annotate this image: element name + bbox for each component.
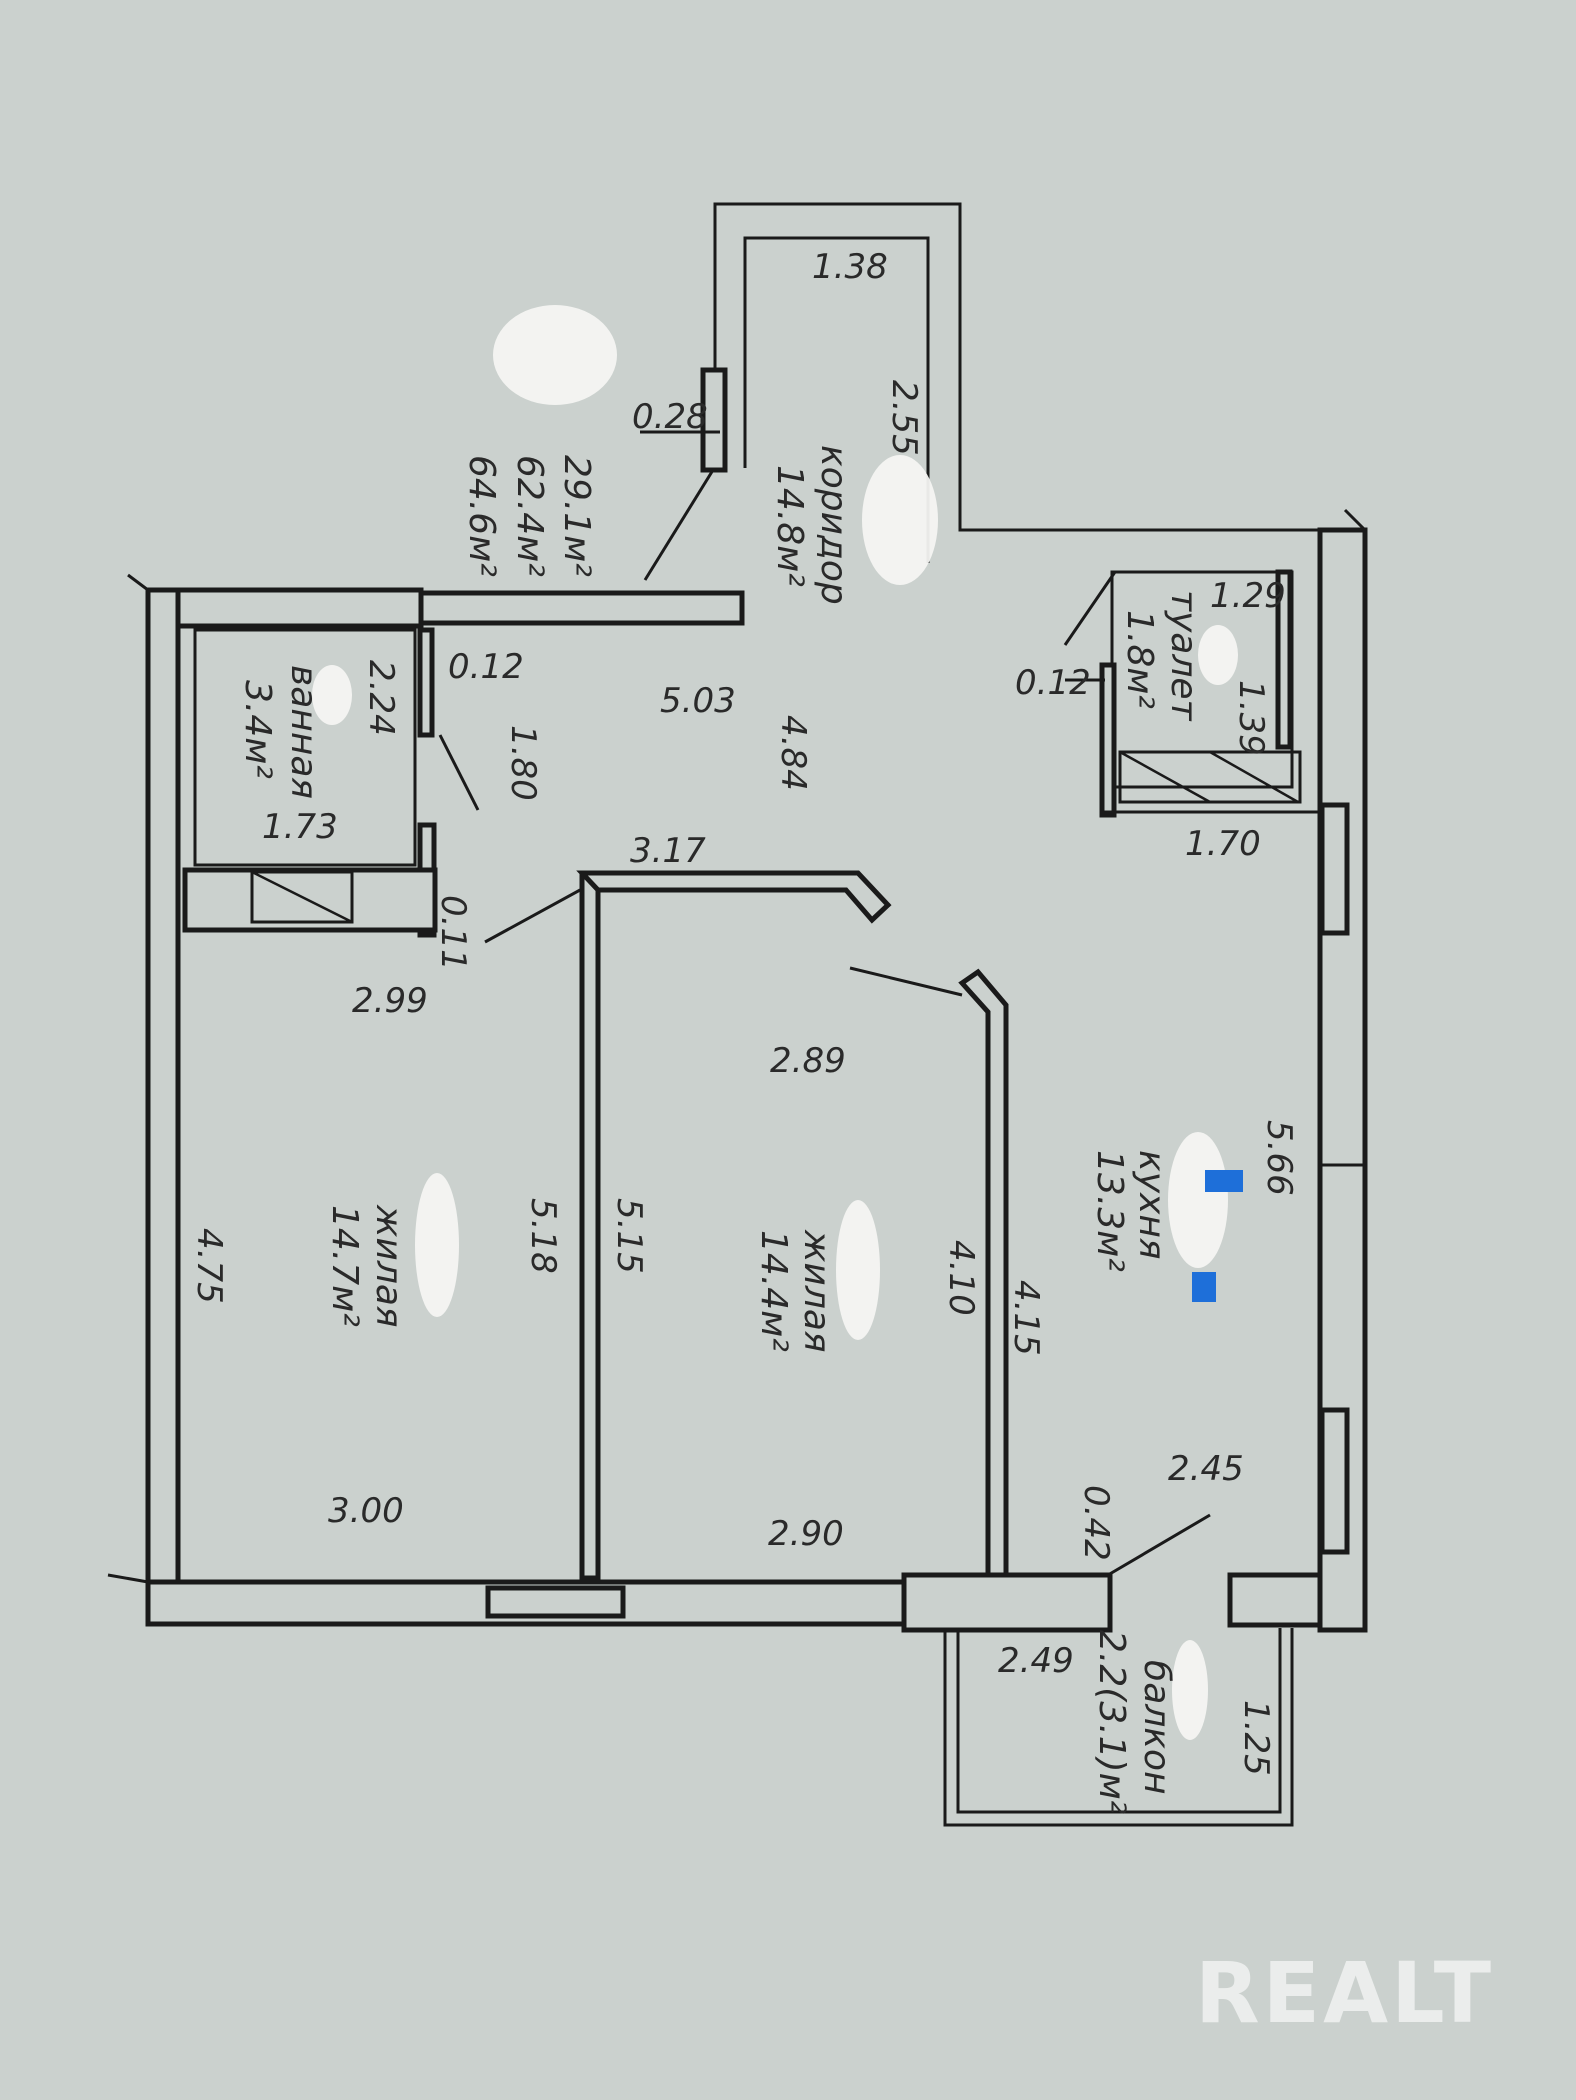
dim-4-75: 4.75 (189, 1228, 229, 1304)
room-corridor-area: 14.8м² (769, 465, 810, 587)
dim-1-38: 1.38 (812, 247, 888, 287)
toilet-hatch-line-1 (1119, 750, 1211, 804)
leader-2-89 (849, 966, 963, 997)
dim-2-55: 2.55 (884, 380, 924, 456)
blue-mark (1205, 1170, 1243, 1192)
leader-lines (438, 430, 1211, 1577)
dim-1-70: 1.70 (1185, 824, 1261, 864)
realt-watermark: REALT (1195, 1944, 1494, 2042)
room-kitchen-area: 13.3м² (1089, 1150, 1130, 1272)
dim-4-84: 4.84 (773, 715, 813, 791)
toilet-right-wall (1275, 569, 1293, 750)
left-wall-break (127, 573, 149, 592)
room-balcony-area: 2.2(3.1)м² (1091, 1630, 1132, 1814)
dim-2-89: 2.89 (770, 1041, 846, 1081)
dim-5-15: 5.15 (609, 1198, 649, 1274)
walls (107, 202, 1368, 1827)
balcony-inner (956, 1628, 1282, 1814)
vertical-dimension-labels: 2.55 1.39 2.24 1.80 0.11 4.84 4.75 5.18 … (189, 380, 1299, 1776)
blot-5 (415, 1173, 459, 1317)
entry-wall-segment (700, 367, 728, 473)
total-living-area: 29.1м² (556, 455, 597, 577)
blot-3 (312, 665, 352, 725)
toilet-left-wall (1099, 662, 1117, 818)
room-kitchen-name: кухня (1131, 1150, 1172, 1260)
dim-0-12-toilet: 0.12 (1015, 663, 1091, 703)
leader-0-11 (484, 888, 581, 944)
room-labels: коридор 14.8м² ванная 3.4м² туалет 1.8м²… (237, 445, 1204, 1814)
room-bathroom-area: 3.4м² (237, 680, 278, 779)
leader-0-12-toilet (1063, 571, 1117, 646)
left-exterior-wall (145, 587, 181, 1623)
dim-2-45: 2.45 (1168, 1449, 1244, 1489)
dim-5-66: 5.66 (1259, 1120, 1299, 1196)
room-living2-name: жилая (796, 1229, 837, 1353)
area-totals: 29.1м² 62.4м² 64.6м² (461, 455, 597, 577)
dim-2-24: 2.24 (361, 660, 401, 736)
bathroom-outline (193, 628, 417, 867)
dim-1-73: 1.73 (262, 807, 338, 847)
bottom-wall-break (107, 1573, 149, 1584)
room-bathroom-name: ванная (283, 665, 324, 799)
toilet-hatch-line-2 (1209, 750, 1299, 804)
dim-5-18: 5.18 (523, 1198, 563, 1274)
room-toilet-name: туалет (1163, 590, 1204, 721)
dim-5-03: 5.03 (660, 681, 736, 721)
room-living1-area: 14.7м² (324, 1205, 365, 1327)
blot-7 (1168, 1132, 1228, 1268)
dim-2-99: 2.99 (352, 981, 428, 1021)
dimension-labels: 1.38 0.28 1.29 0.12 1.70 0.12 1.73 5.03 … (262, 247, 1286, 1681)
kitchen-window-bottom (1319, 1407, 1350, 1555)
blot-4 (1198, 625, 1238, 685)
dim-0-12-bath: 0.12 (448, 647, 524, 687)
dim-2-90: 2.90 (768, 1514, 844, 1554)
dim-3-17: 3.17 (630, 831, 706, 871)
balcony-outline (943, 1628, 1294, 1827)
leader-0-28 (643, 469, 715, 581)
dim-1-39: 1.39 (1231, 680, 1271, 756)
kitchen-window-top (1319, 802, 1350, 936)
dim-0-42: 0.42 (1076, 1485, 1116, 1561)
room-living1-name: жилая (368, 1204, 409, 1328)
erased-marks (312, 305, 1243, 1740)
hall-partition-wall (576, 870, 892, 924)
bathroom-partition (417, 627, 435, 738)
total-area: 62.4м² (509, 455, 550, 577)
corridor-outer-wall (713, 202, 1322, 1605)
bathroom-top-wall (163, 587, 424, 629)
room-toilet-area: 1.8м² (1119, 610, 1160, 709)
toilet-hatch-box (1118, 750, 1302, 804)
dim-1-25: 1.25 (1236, 1700, 1276, 1776)
blot-1 (493, 305, 617, 405)
bath-hatch-box (250, 870, 354, 924)
room-corridor-name: коридор (813, 445, 854, 605)
dim-2-49: 2.49 (998, 1641, 1074, 1681)
total-area-with-balcony: 64.6м² (461, 455, 502, 577)
dim-3-00: 3.00 (328, 1491, 404, 1531)
blot-8 (1172, 1640, 1208, 1740)
dim-1-80: 1.80 (503, 725, 543, 801)
dim-0-28: 0.28 (632, 397, 708, 437)
blot-2 (862, 455, 938, 585)
kitchen-bottom-wall (1227, 1572, 1323, 1628)
leader-1-80 (438, 734, 480, 811)
dim-4-15: 4.15 (1006, 1280, 1046, 1356)
blue-mark-2 (1192, 1272, 1216, 1302)
corridor-top-wall (417, 590, 745, 626)
room-balcony-name: балкон (1136, 1660, 1177, 1795)
blot-6 (836, 1200, 880, 1340)
dim-1-29: 1.29 (1210, 576, 1286, 616)
leader-2-45 (1107, 1513, 1211, 1577)
bath-hatch-line (251, 870, 353, 924)
dim-4-10: 4.10 (941, 1240, 981, 1316)
room-living2-area: 14.4м² (753, 1230, 794, 1352)
living-partition-wall (579, 870, 601, 1581)
dim-0-11: 0.11 (433, 895, 473, 971)
right-wall-break (1343, 508, 1367, 532)
balcony-door-wall (901, 1572, 1113, 1633)
window-living-1 (485, 1585, 626, 1619)
